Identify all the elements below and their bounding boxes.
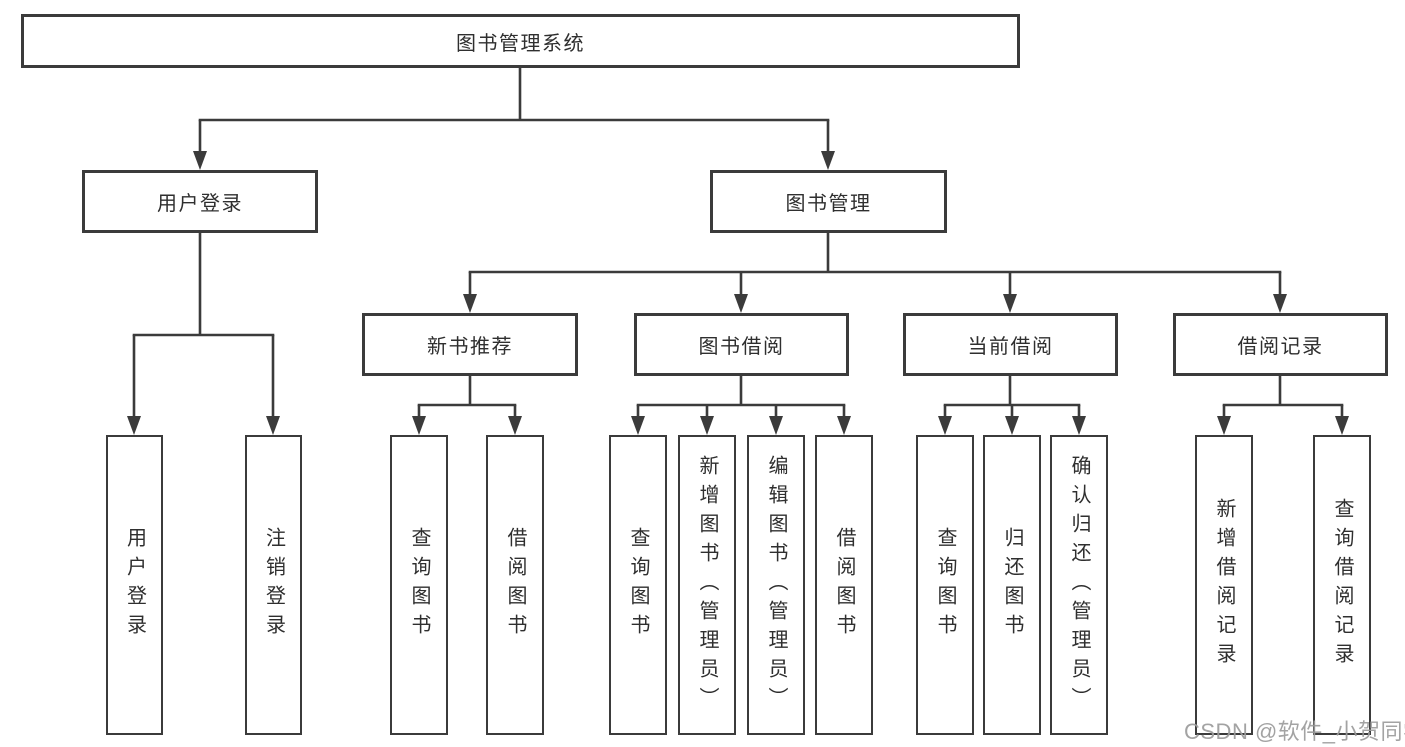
leaf-return-books: 归还图书 [983, 435, 1041, 735]
leaf-user-login: 用户登录 [106, 435, 163, 735]
leaf-confirm-return-admin: 确认归还（管理员） [1050, 435, 1108, 735]
node-current-borrowing: 当前借阅 [903, 313, 1118, 376]
leaf-add-books-admin: 新增图书（管理员） [678, 435, 736, 735]
node-book-management: 图书管理 [710, 170, 947, 233]
node-borrowing-records: 借阅记录 [1173, 313, 1388, 376]
leaf-edit-books-admin: 编辑图书（管理员） [747, 435, 805, 735]
leaf-query-books-borrow: 查询图书 [609, 435, 667, 735]
leaf-query-books-recommend: 查询图书 [390, 435, 448, 735]
node-user-login: 用户登录 [82, 170, 318, 233]
node-library-system: 图书管理系统 [21, 14, 1020, 68]
node-new-book-recommend: 新书推荐 [362, 313, 578, 376]
arrowhead-icons [127, 151, 1349, 435]
csdn-watermark: CSDN @软件_小贺同学 [1184, 719, 1405, 744]
leaf-logout: 注销登录 [245, 435, 302, 735]
leaf-query-borrow-record: 查询借阅记录 [1313, 435, 1371, 735]
leaf-query-books-current: 查询图书 [916, 435, 974, 735]
node-book-borrowing: 图书借阅 [634, 313, 849, 376]
leaf-borrow-books-recommend: 借阅图书 [486, 435, 544, 735]
leaf-borrow-books: 借阅图书 [815, 435, 873, 735]
leaf-add-borrow-record: 新增借阅记录 [1195, 435, 1253, 735]
